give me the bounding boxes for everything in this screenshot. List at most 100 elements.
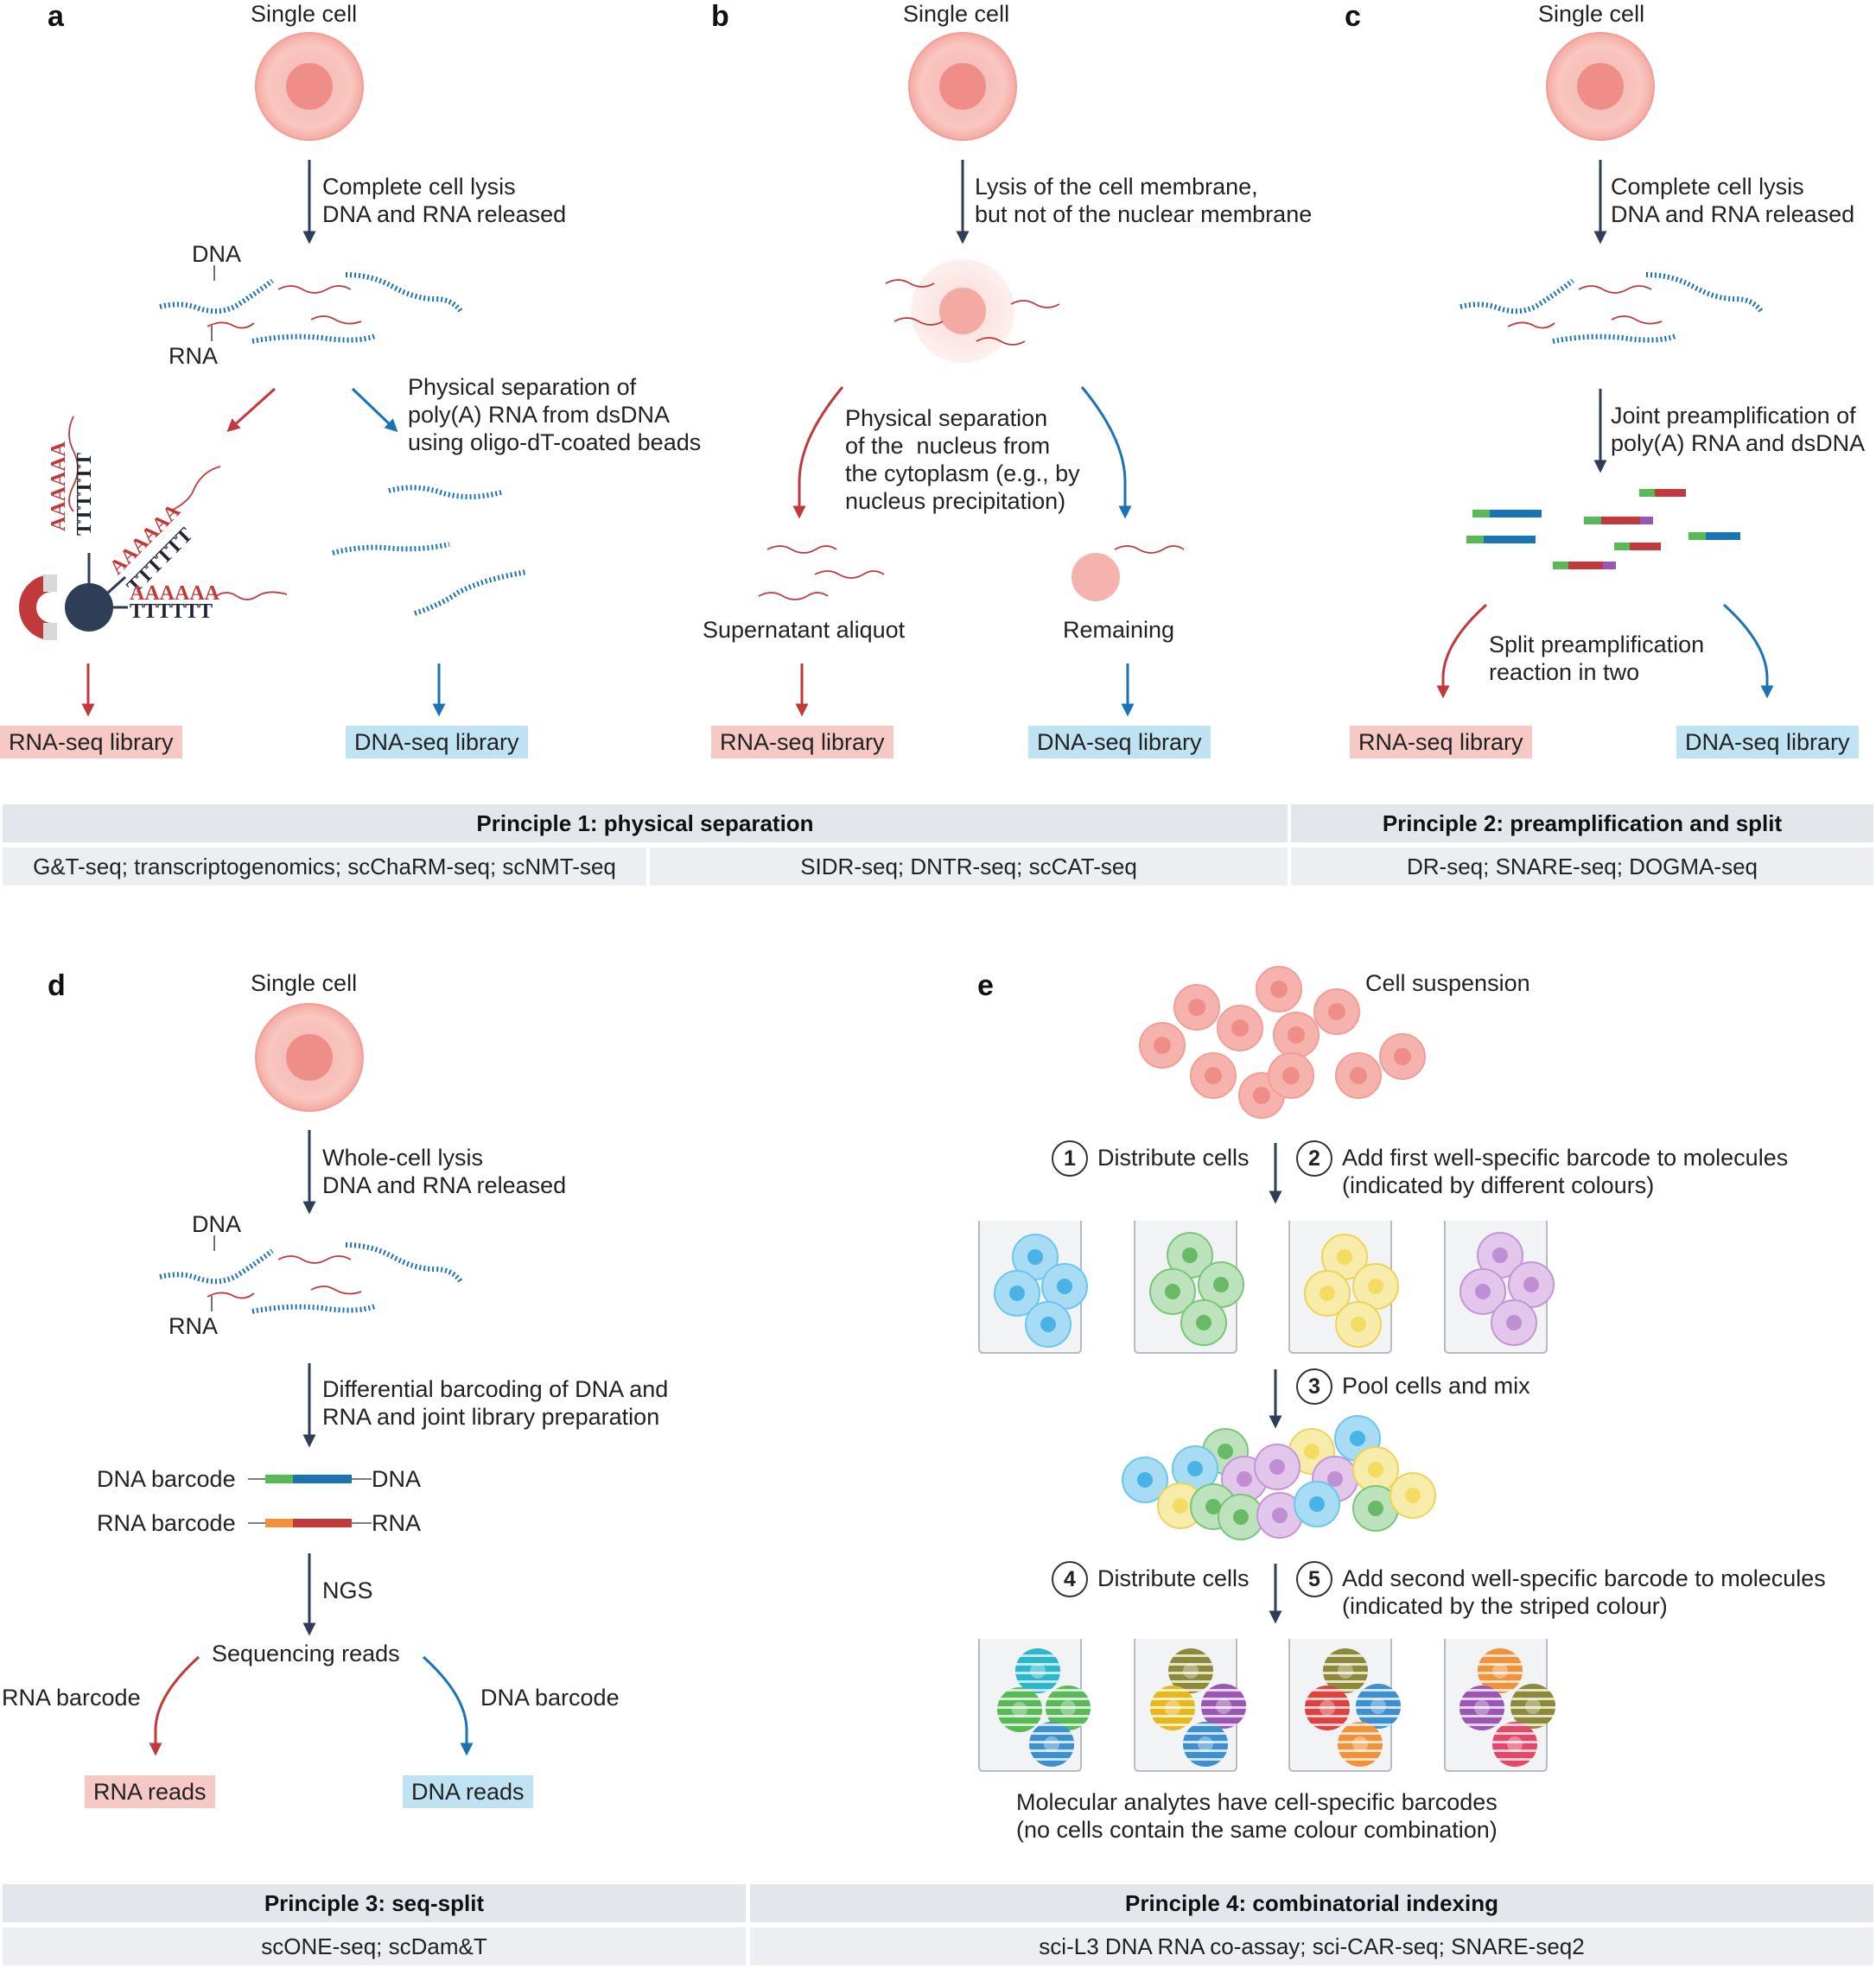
dna-strand	[414, 569, 528, 616]
rna-strand	[758, 592, 829, 600]
dna-strand	[388, 485, 502, 499]
panel-a-separation: Physical separation of poly(A) RNA from …	[408, 374, 702, 455]
dna-strand	[159, 278, 274, 314]
panel-b-step1: Lysis of the cell membrane, but not of t…	[975, 174, 1313, 227]
rna-label: RNA	[169, 343, 219, 369]
sequencing-reads-label: Sequencing reads	[212, 1641, 400, 1666]
dna-seq-library-a: DNA-seq library	[346, 726, 528, 759]
ngs-label: NGS	[322, 1578, 373, 1603]
striped-cell-nuclei	[1012, 1663, 1541, 1752]
rna-strand	[976, 337, 1026, 346]
panel-label-b: b	[711, 0, 729, 33]
methods-a: G&T-seq; transcriptogenomics; scChaRM-se…	[3, 848, 646, 886]
rna-strand	[215, 591, 288, 600]
magnet-icon	[19, 575, 53, 640]
rna-insert-label: RNA	[372, 1510, 422, 1536]
panel-label-d: d	[48, 969, 66, 1002]
step-4-badge: 4	[1052, 1561, 1088, 1597]
dna-label-d: DNA	[192, 1211, 242, 1237]
rna-strand	[1578, 285, 1652, 294]
rna-strand	[310, 315, 362, 325]
arrow-a-blue	[351, 387, 398, 433]
well-6-cells	[1150, 1648, 1246, 1767]
rna-strand	[310, 1286, 362, 1295]
step-1-badge: 1	[1052, 1140, 1088, 1177]
polyT-1: TTTTTT	[73, 452, 96, 536]
panel-d-graphics	[149, 1003, 474, 1756]
rna-barcode-label: RNA barcode	[97, 1510, 236, 1536]
arrow-b-blue	[1080, 386, 1132, 519]
panel-label-c: c	[1345, 0, 1361, 33]
panel-d-title: Single cell	[251, 970, 358, 996]
arrow-b-red	[792, 386, 844, 519]
step-1-label: Distribute cells	[1097, 1145, 1250, 1171]
rna-seq-library-c: RNA-seq library	[1350, 726, 1532, 759]
nucleus-b-intact	[939, 288, 986, 334]
arrow-c-red	[1436, 603, 1488, 699]
oligo-link	[106, 575, 127, 594]
dna-reads: DNA reads	[403, 1775, 533, 1808]
principle-2-header: Principle 2: preamplification and split	[1291, 804, 1873, 842]
remaining-label: Remaining	[1063, 617, 1175, 643]
dna-label: DNA	[192, 241, 242, 267]
cell-suspension-nuclei	[1154, 981, 1411, 1104]
panel-c-graphics	[1436, 32, 1774, 699]
step-3-label: Pool cells and mix	[1342, 1373, 1530, 1399]
rna-insert-segment	[293, 1519, 352, 1527]
principle-3-header: Principle 3: seq-split	[3, 1884, 746, 1922]
magnet-tip	[43, 623, 57, 640]
arrow-a-red	[226, 387, 277, 433]
rna-strand	[1611, 315, 1663, 325]
rna-barcode-segment	[265, 1519, 293, 1527]
rna-strand	[1114, 545, 1185, 554]
panel-c-step1: Complete cell lysis DNA and RNA released	[1611, 174, 1855, 227]
well-4-nuclei	[1475, 1247, 1539, 1330]
panel-a-step1: Complete cell lysis DNA and RNA released	[322, 174, 567, 227]
polyT-3: TTTTTT	[130, 600, 213, 623]
dna-barcode-label: DNA barcode	[97, 1466, 236, 1492]
panel-c-split: Split preamplification reaction in two	[1489, 632, 1705, 685]
dna-strand	[251, 1304, 377, 1314]
dna-insert-segment	[293, 1475, 352, 1483]
nucleus-d	[286, 1034, 333, 1081]
rna-reads: RNA reads	[85, 1775, 215, 1808]
rna-strand	[172, 466, 221, 511]
step-5-label: Add second well-specific barcode to mole…	[1342, 1565, 1826, 1619]
nucleus-b	[939, 63, 986, 110]
panel-d-step2: Differential barcoding of DNA and RNA an…	[322, 1376, 669, 1430]
panel-b-title: Single cell	[903, 1, 1010, 27]
rna-strand	[68, 416, 79, 512]
well-3-nuclei	[1320, 1249, 1383, 1332]
rna-strand	[814, 570, 885, 579]
rna-strand	[207, 1292, 255, 1299]
nucleus-c	[1577, 63, 1624, 110]
panel-label-e: e	[977, 969, 994, 1002]
well-1-nuclei	[1009, 1249, 1072, 1332]
dna-strand	[1645, 272, 1764, 313]
nucleus-a	[286, 63, 333, 110]
dna-strand	[1552, 333, 1677, 344]
panel-b-graphics	[758, 32, 1185, 717]
dna-strand	[345, 1242, 463, 1283]
arrow-d-blue	[422, 1655, 474, 1756]
step-2-label: Add first well-specific barcode to molec…	[1342, 1145, 1789, 1198]
rna-strand	[893, 317, 944, 326]
rna-strand	[766, 545, 837, 554]
supernatant-label: Supernatant aliquot	[703, 617, 906, 643]
panel-c-title: Single cell	[1538, 1, 1645, 27]
bead-icon	[65, 583, 113, 632]
well-8-cells	[1459, 1648, 1555, 1767]
arrow-d-red	[149, 1655, 200, 1756]
rna-branch-label: RNA barcode	[2, 1685, 141, 1711]
dna-barcode-segment	[265, 1475, 293, 1483]
panel-label-a: a	[48, 0, 64, 33]
dna-insert-label: DNA	[372, 1466, 422, 1492]
magnet-tip	[43, 575, 57, 592]
pooled-nuclei	[1137, 1431, 1421, 1525]
well-5-cells	[997, 1648, 1091, 1767]
step-3-badge: 3	[1296, 1368, 1332, 1405]
rna-seq-library-b: RNA-seq library	[711, 726, 893, 759]
dna-seq-library-c: DNA-seq library	[1676, 726, 1859, 759]
panel-e-graphics	[978, 966, 1555, 1772]
